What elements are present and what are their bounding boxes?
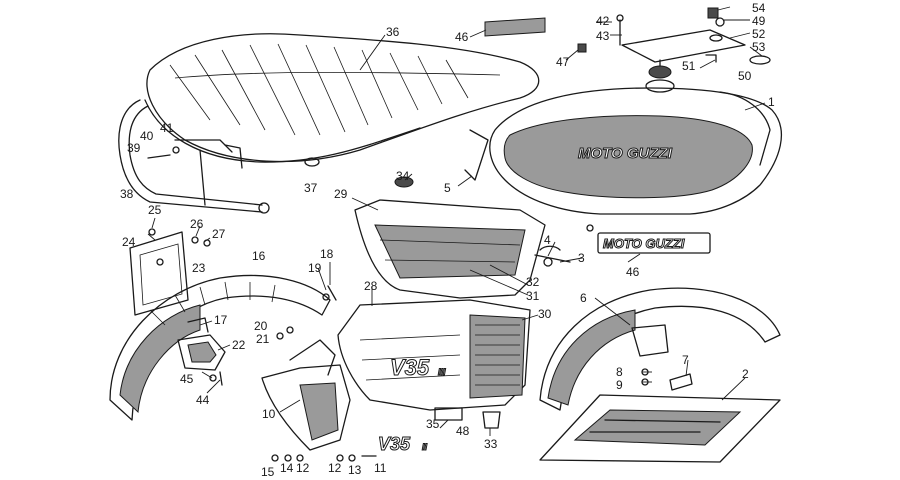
- loose-emblem: MOTO GUZZI: [597, 232, 711, 254]
- callout-29: 29: [334, 187, 348, 201]
- callout-2: 2: [742, 367, 749, 381]
- callout-32: 32: [526, 275, 540, 289]
- callout-12b: 12: [328, 461, 342, 475]
- loose-badge: V35 II: [378, 434, 429, 455]
- small-hardware: [147, 129, 693, 462]
- callout-15: 15: [261, 465, 275, 479]
- callout-34: 34: [396, 169, 410, 183]
- callout-37: 37: [304, 181, 318, 195]
- callout-46-top: 46: [455, 30, 469, 44]
- callout-20: 20: [254, 319, 268, 333]
- callout-41: 41: [160, 121, 174, 135]
- callout-39: 39: [127, 141, 141, 155]
- front-fender: [539, 287, 781, 411]
- callout-numbers: 36 42 43 46 47 54 49 52 53 50 51 1 40 41…: [120, 1, 775, 479]
- callout-8: 8: [616, 365, 623, 379]
- tank-cover-plate: [621, 7, 771, 65]
- callout-23: 23: [192, 261, 206, 275]
- side-cover-suffix-text: III: [438, 367, 446, 377]
- callout-6: 6: [580, 291, 587, 305]
- side-cover-lower: V35 III: [337, 299, 531, 411]
- tank-logo-text: MOTO GUZZI: [578, 145, 673, 162]
- callout-7: 7: [682, 353, 689, 367]
- reflector-bracket: [177, 317, 226, 371]
- callout-31: 31: [526, 289, 540, 303]
- callout-25: 25: [148, 203, 162, 217]
- callout-27: 27: [212, 227, 226, 241]
- callout-4: 4: [544, 233, 551, 247]
- callout-1: 1: [768, 95, 775, 109]
- loose-emblem-text: MOTO GUZZI: [603, 236, 685, 251]
- callout-35: 35: [426, 417, 440, 431]
- callout-21: 21: [256, 332, 270, 346]
- callout-44: 44: [196, 393, 210, 407]
- callout-49: 49: [752, 14, 766, 28]
- callout-12a: 12: [296, 461, 310, 475]
- callout-13: 13: [348, 463, 362, 477]
- callout-5: 5: [444, 181, 451, 195]
- callout-40: 40: [140, 129, 154, 143]
- callout-54: 54: [752, 1, 766, 15]
- callout-47: 47: [556, 55, 570, 69]
- loose-badge-suffix-text: II: [422, 442, 428, 452]
- callout-43: 43: [596, 29, 610, 43]
- callout-3: 3: [578, 251, 585, 265]
- callout-33: 33: [484, 437, 498, 451]
- callout-24: 24: [122, 235, 136, 249]
- leader-lines: [147, 6, 766, 436]
- callout-11: 11: [374, 461, 387, 475]
- callout-45: 45: [180, 372, 194, 386]
- callout-42: 42: [596, 14, 610, 28]
- front-cover: [539, 394, 781, 463]
- callout-50: 50: [738, 69, 752, 83]
- knee-pad-strip: [484, 14, 624, 53]
- callout-52: 52: [752, 27, 766, 41]
- callout-10: 10: [262, 407, 276, 421]
- callout-36: 36: [386, 25, 400, 39]
- callout-17: 17: [214, 313, 228, 327]
- callout-14: 14: [280, 461, 294, 475]
- callout-18: 18: [320, 247, 334, 261]
- callout-22: 22: [232, 338, 246, 352]
- callout-30: 30: [538, 307, 552, 321]
- callout-48: 48: [456, 424, 470, 438]
- fuel-tank: MOTO GUZZI: [489, 59, 782, 215]
- callout-28: 28: [364, 279, 378, 293]
- side-cover-logo-text: V35: [390, 355, 430, 380]
- seat-frame: [118, 99, 270, 214]
- callout-16: 16: [252, 249, 266, 263]
- callout-19: 19: [308, 261, 322, 275]
- seat: [144, 33, 540, 163]
- loose-badge-text: V35: [378, 434, 411, 454]
- mudguard-bracket: [261, 339, 351, 451]
- rear-fender: [109, 274, 331, 421]
- callout-38: 38: [120, 187, 134, 201]
- callout-53: 53: [752, 40, 766, 54]
- license-plate-holder: [129, 231, 189, 316]
- callout-51: 51: [682, 59, 696, 73]
- callout-46-lower: 46: [626, 265, 640, 279]
- callout-26: 26: [190, 217, 204, 231]
- side-cover-upper: [354, 176, 546, 299]
- callout-9: 9: [616, 378, 623, 392]
